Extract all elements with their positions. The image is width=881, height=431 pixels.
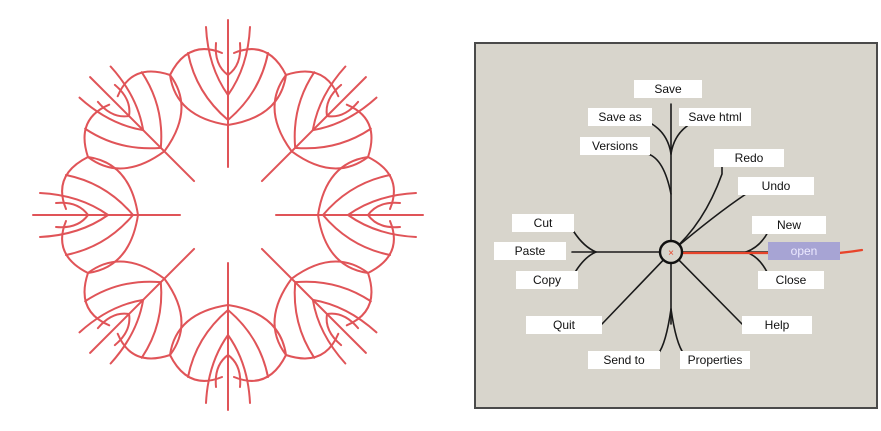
menu-item-versions[interactable]: Versions	[580, 137, 650, 155]
pattern-arm	[260, 247, 378, 365]
menu-item-new[interactable]: New	[752, 216, 826, 234]
pattern-arm	[78, 65, 196, 183]
menu-item-redo[interactable]: Redo	[714, 149, 784, 167]
menu-item-properties[interactable]: Properties	[680, 351, 750, 369]
menu-center-hub[interactable]	[658, 239, 684, 265]
menu-item-paste[interactable]: Paste	[494, 242, 566, 260]
menu-item-undo[interactable]: Undo	[738, 177, 814, 195]
pattern-arm	[260, 65, 378, 183]
radial-menu-panel: × Save Save as Save html Versions Redo U…	[474, 42, 878, 409]
menu-item-close[interactable]: Close	[758, 271, 824, 289]
menu-item-send-to[interactable]: Send to	[588, 351, 660, 369]
menu-item-save[interactable]: Save	[634, 80, 702, 98]
menu-item-open[interactable]: open	[768, 242, 840, 260]
pattern-arm	[78, 247, 196, 365]
pattern-arm	[168, 19, 288, 168]
pattern-arm	[168, 262, 288, 411]
pattern-arm	[275, 155, 424, 275]
menu-item-quit[interactable]: Quit	[526, 316, 602, 334]
menu-item-copy[interactable]: Copy	[516, 271, 578, 289]
menu-item-help[interactable]: Help	[742, 316, 812, 334]
snowflake-pattern	[32, 19, 424, 411]
pattern-arm	[32, 155, 181, 275]
menu-item-save-as[interactable]: Save as	[588, 108, 652, 126]
menu-item-save-html[interactable]: Save html	[679, 108, 751, 126]
menu-item-cut[interactable]: Cut	[512, 214, 574, 232]
hub-cross-icon: ×	[668, 248, 674, 259]
